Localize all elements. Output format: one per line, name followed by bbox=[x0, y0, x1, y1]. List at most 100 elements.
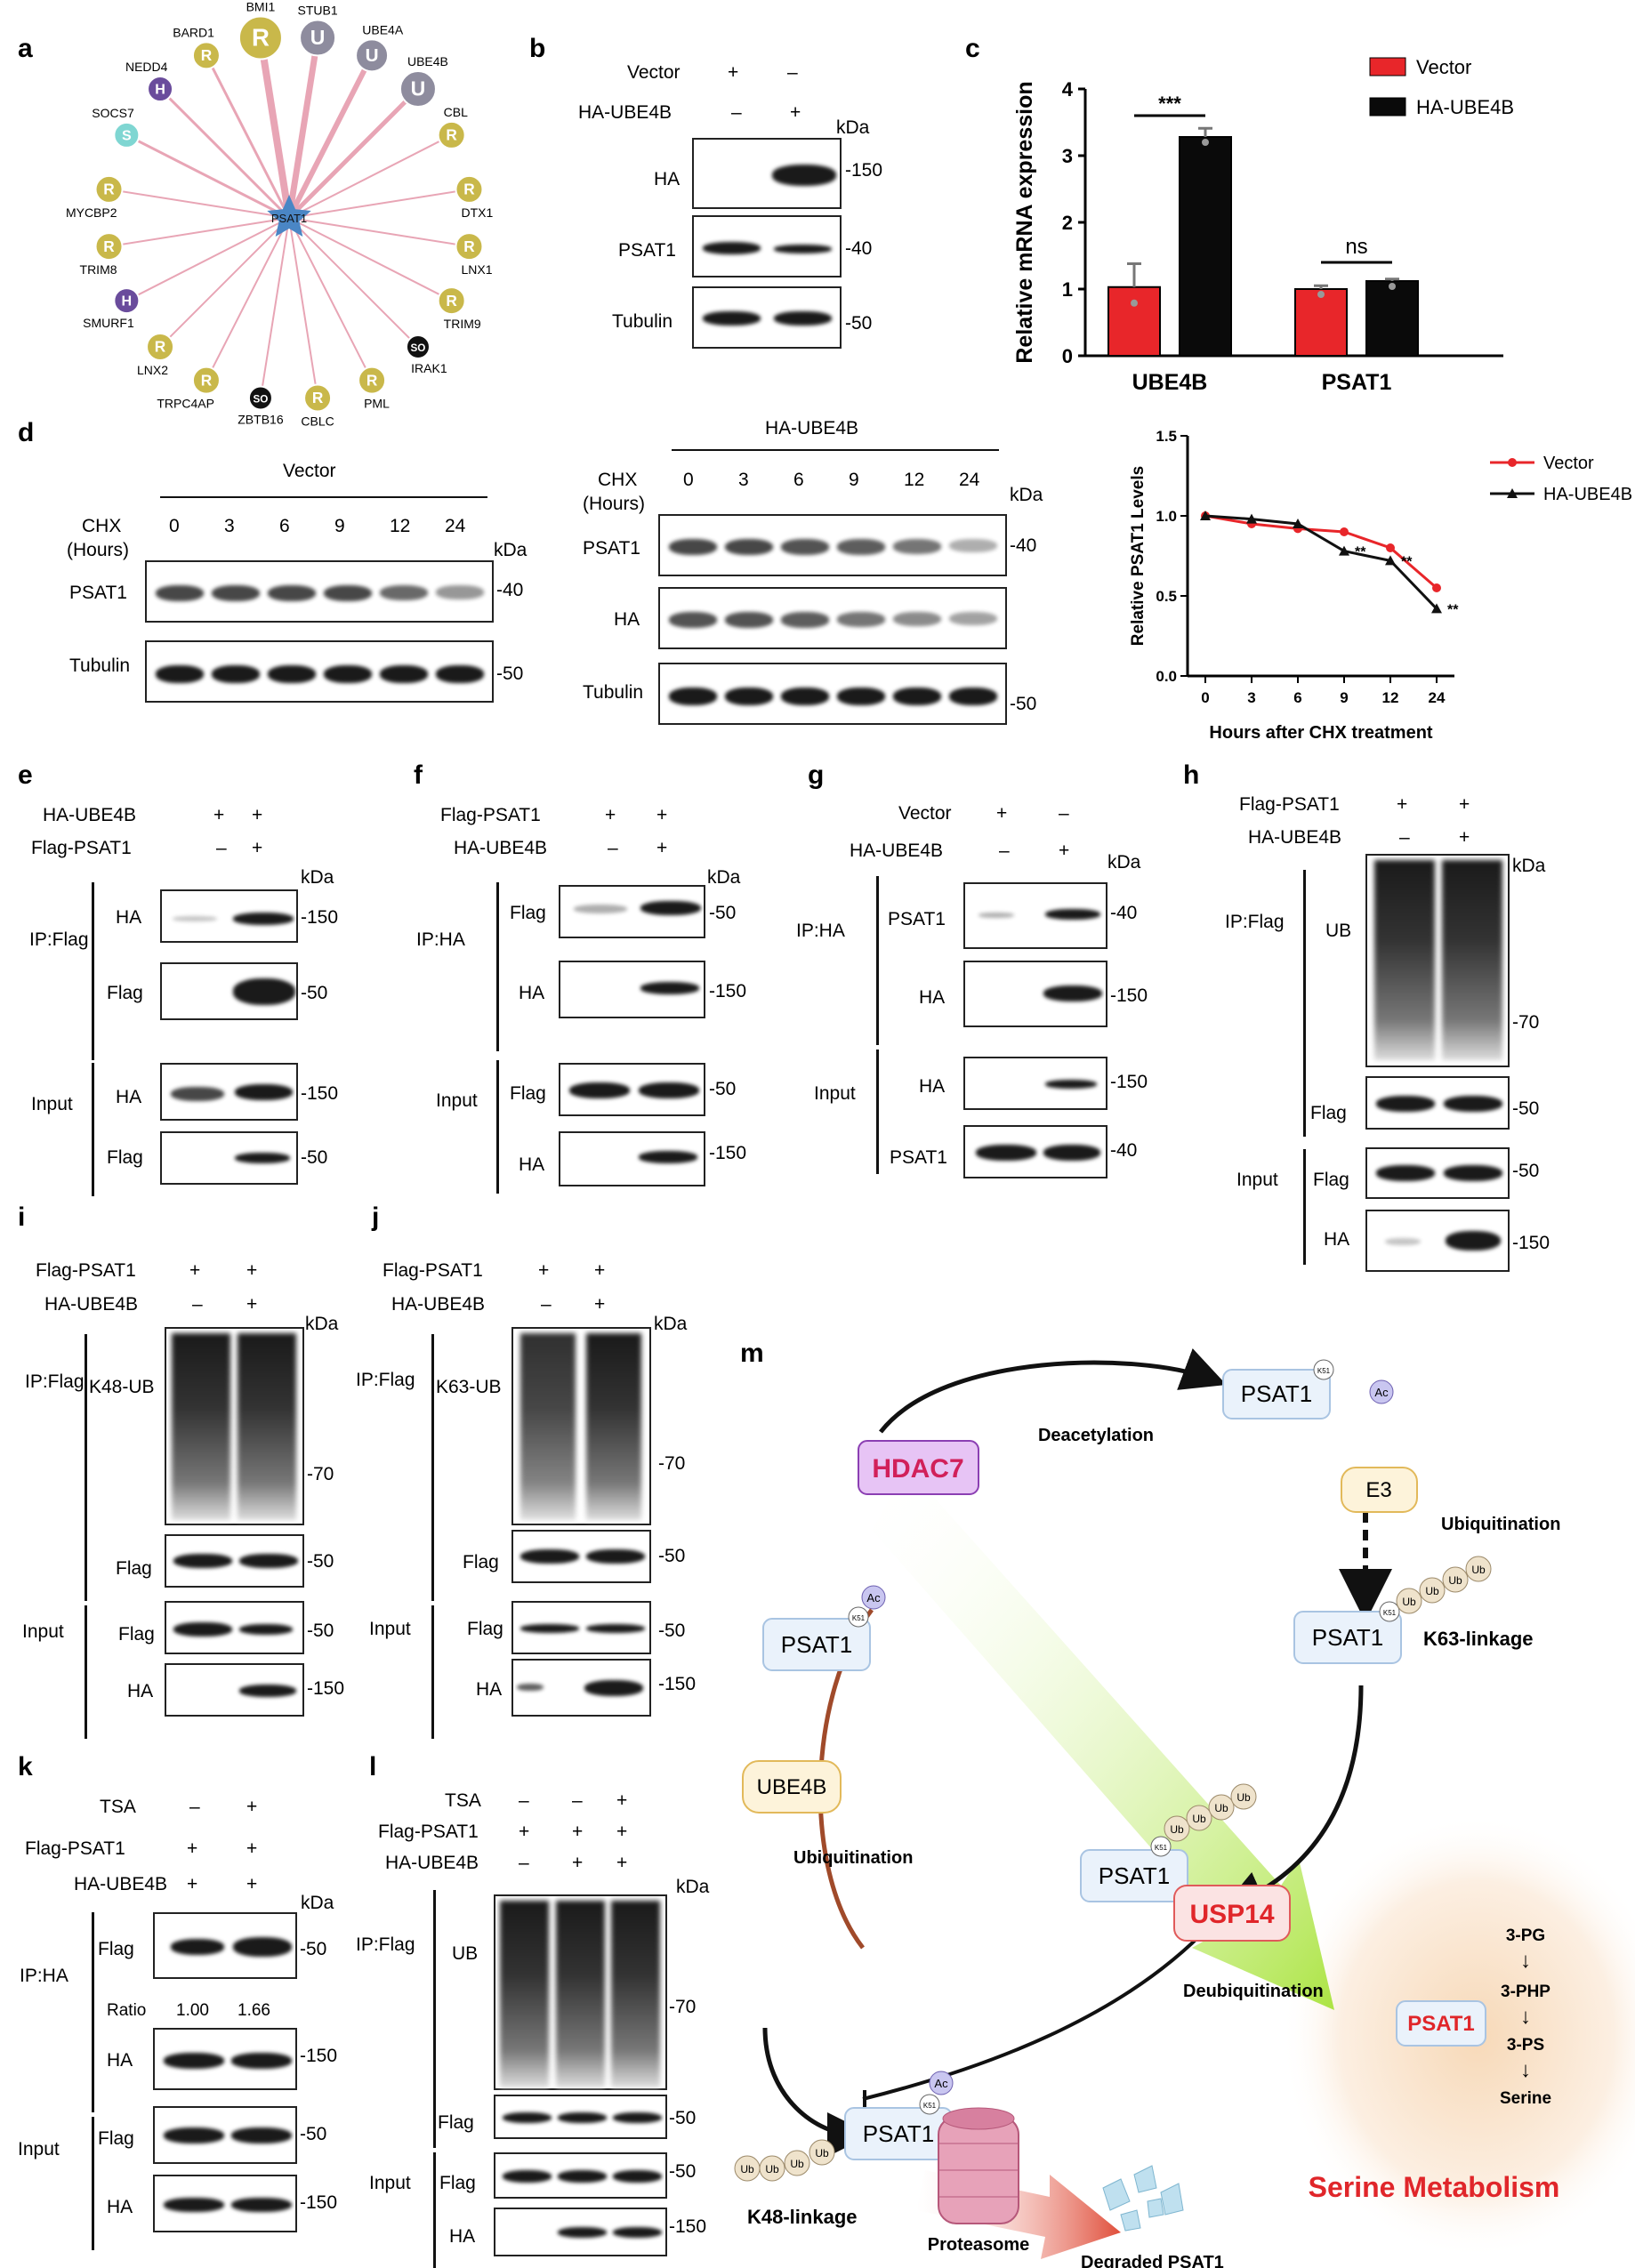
d-tubulin-label: Tubulin bbox=[69, 655, 131, 676]
b-mw-150: -150 bbox=[845, 160, 883, 181]
degraded-fragments-icon bbox=[1102, 2165, 1184, 2232]
k-flag-blot bbox=[153, 1912, 297, 1979]
b-minus2: – bbox=[731, 102, 742, 123]
l-p3: + bbox=[572, 1822, 584, 1842]
d-tubulin-blot-vector bbox=[145, 640, 494, 703]
i-flag-label: Flag bbox=[116, 1558, 152, 1579]
ub-c1: Ub bbox=[1170, 1823, 1184, 1836]
node-letter-pml: R bbox=[366, 371, 378, 389]
l-p4: + bbox=[616, 1822, 628, 1842]
panel-label-j: j bbox=[372, 1202, 380, 1232]
l-ip-bracket bbox=[433, 1890, 436, 2148]
psat1-top-label: PSAT1 bbox=[1241, 1380, 1312, 1407]
proteasome-icon bbox=[938, 2107, 1019, 2224]
psat1-box-top bbox=[1222, 1369, 1331, 1420]
e-flag-input-blot bbox=[160, 1131, 298, 1185]
deacetylation-label: Deacetylation bbox=[1038, 1426, 1154, 1445]
i-ip-flag: IP:Flag bbox=[25, 1371, 85, 1392]
blot-band bbox=[837, 539, 885, 555]
k51-left bbox=[848, 1606, 869, 1628]
f-mw-150b: -150 bbox=[709, 1143, 747, 1163]
e-ip-bracket bbox=[92, 882, 94, 1060]
timepoint-label-0: 0 bbox=[169, 516, 180, 536]
node-letter-mycbp2: R bbox=[103, 181, 115, 198]
d-chx-label2: CHX bbox=[598, 470, 638, 490]
k-input: Input bbox=[18, 2139, 60, 2159]
c-bar-ube4b-1 bbox=[1179, 136, 1232, 357]
k-flag-label: Flag bbox=[98, 1939, 134, 1959]
b-mw-40: -40 bbox=[845, 238, 873, 259]
ub-b3: Ub bbox=[790, 2158, 804, 2170]
f-mw-50: -50 bbox=[709, 903, 737, 923]
k-ratio-2: 1.66 bbox=[238, 2001, 270, 2020]
i-mw-50b: -50 bbox=[307, 1621, 334, 1641]
k-flag-input-label: Flag bbox=[98, 2128, 134, 2149]
pathway-3ps: 3-PS bbox=[1507, 2036, 1544, 2055]
f-flag-input-blot bbox=[559, 1063, 705, 1116]
l-mw-50: -50 bbox=[669, 2108, 697, 2128]
node-nedd4 bbox=[147, 76, 174, 103]
node-letter-smurf1: H bbox=[122, 293, 133, 309]
k-ratio-1: 1.00 bbox=[176, 2001, 209, 2020]
panel-label-c: c bbox=[965, 34, 980, 63]
i-m1: – bbox=[192, 1294, 203, 1315]
b-row-ha-ube4b: HA-UBE4B bbox=[578, 102, 673, 123]
l-p2: + bbox=[519, 1822, 530, 1842]
ac-left bbox=[861, 1585, 886, 1610]
psat1-star-icon bbox=[267, 195, 311, 237]
e-flag-blot bbox=[160, 962, 298, 1020]
timepoint-label-3: 3 bbox=[738, 470, 749, 490]
d-xlabel: Hours after CHX treatment bbox=[1209, 723, 1433, 743]
ub-r3: Ub bbox=[1448, 1574, 1462, 1587]
h-m1: – bbox=[1399, 827, 1410, 848]
j-flag-input-blot bbox=[511, 1601, 651, 1654]
edge-stub1 bbox=[286, 36, 321, 219]
d-legend-marker-1 bbox=[1507, 488, 1518, 498]
blot-band bbox=[436, 665, 484, 683]
g-p1: + bbox=[996, 803, 1008, 824]
i-ha-input-label: HA bbox=[127, 1681, 154, 1701]
blot-band bbox=[156, 665, 204, 683]
node-zbtb16 bbox=[247, 385, 273, 411]
pathway-3pg: 3-PG bbox=[1506, 1926, 1545, 1945]
edge-cbl bbox=[288, 134, 453, 219]
d-mw-40b: -40 bbox=[1010, 535, 1037, 556]
k-mw-150: -150 bbox=[300, 2046, 338, 2066]
edge-cblc bbox=[288, 217, 319, 398]
d-ytick-label-2: 1.0 bbox=[1156, 508, 1177, 525]
blot-band bbox=[669, 688, 717, 705]
blot-band bbox=[949, 688, 997, 705]
node-letter-bmi1: R bbox=[252, 24, 270, 52]
f-flag-input-label: Flag bbox=[510, 1083, 546, 1104]
node-label-stub1: STUB1 bbox=[298, 4, 338, 18]
g-mw-150b: -150 bbox=[1110, 1072, 1148, 1092]
k-ha-ube4b: HA-UBE4B bbox=[74, 1874, 168, 1894]
i-ha-ube4b: HA-UBE4B bbox=[44, 1294, 139, 1315]
h-flag-psat1: Flag-PSAT1 bbox=[1239, 794, 1340, 815]
g-psat1-input-blot bbox=[963, 1125, 1107, 1178]
node-label-lnx2: LNX2 bbox=[137, 363, 168, 377]
k-ha-input-label: HA bbox=[107, 2197, 133, 2217]
l-kda: kDa bbox=[676, 1877, 710, 1897]
d-point-1-1 bbox=[1246, 513, 1257, 524]
d-xtick-label-1: 3 bbox=[1247, 689, 1255, 706]
d-psat1-blot-vector bbox=[145, 560, 494, 623]
l-input-bracket bbox=[433, 2152, 436, 2268]
f-flag-blot bbox=[559, 885, 705, 938]
node-irak1 bbox=[405, 334, 431, 359]
h-flag-input-label: Flag bbox=[1313, 1170, 1349, 1190]
ub-chain-bottom: Ub Ub Ub Ub bbox=[734, 2139, 835, 2182]
k51-center bbox=[1150, 1836, 1172, 1857]
blot-band bbox=[781, 688, 829, 705]
c-ytick-label-1: 1 bbox=[1062, 278, 1073, 301]
e-input: Input bbox=[31, 1094, 73, 1114]
d-point-1-5 bbox=[1431, 603, 1442, 614]
node-label-pml: PML bbox=[364, 397, 390, 411]
e-ha-ube4b: HA-UBE4B bbox=[43, 805, 137, 825]
j-ip-flag: IP:Flag bbox=[356, 1370, 415, 1390]
k51-bottom-label: K51 bbox=[923, 2102, 937, 2110]
timepoint-label-9: 9 bbox=[334, 516, 345, 536]
ubiquitination-right-label: Ubiquitination bbox=[1441, 1515, 1560, 1534]
c-ytick-label-2: 2 bbox=[1062, 212, 1073, 234]
l-flag-input-label: Flag bbox=[439, 2173, 476, 2193]
